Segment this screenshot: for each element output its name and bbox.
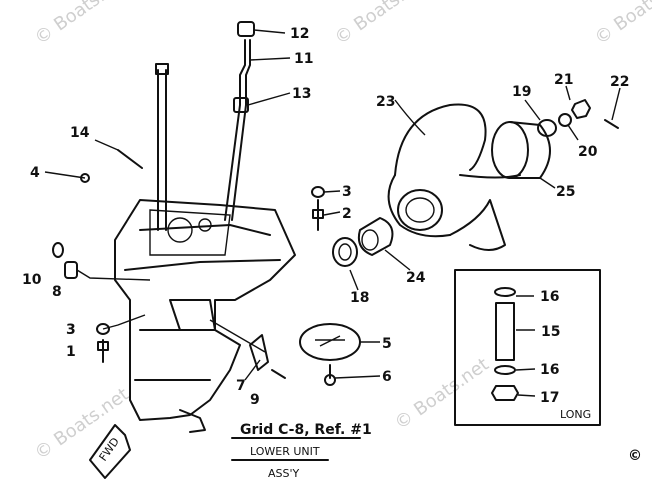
svg-text:© Boats.net: © Boats.net — [31, 384, 133, 464]
callout-16-top: 16 — [540, 289, 559, 305]
callout-8: 8 — [52, 284, 62, 300]
lower-unit-housing — [114, 199, 296, 433]
callout-16-bottom: 16 — [540, 362, 559, 378]
callout-19: 19 — [512, 84, 531, 100]
part-5-plate — [299, 323, 361, 361]
leader-lines — [44, 29, 621, 381]
callout-25: 25 — [556, 184, 575, 200]
callout-22: 22 — [610, 74, 629, 90]
part-7-9 — [249, 334, 286, 379]
fwd-arrow — [89, 424, 131, 479]
callout-5: 5 — [382, 336, 392, 352]
inset-box-long — [454, 269, 601, 426]
callout-14: 14 — [70, 125, 90, 141]
part-2-3-bolt — [311, 186, 325, 231]
caption-line-2: ASS'Y — [268, 467, 300, 480]
svg-text:© Boats.net: © Boats.net — [31, 0, 133, 49]
callout-20: 20 — [578, 144, 598, 160]
caption-box — [231, 437, 361, 461]
callout-3-upper: 3 — [342, 184, 352, 200]
inset-label: LONG — [560, 408, 591, 421]
shift-rod — [224, 21, 255, 221]
svg-text:© Boats.net: © Boats.net — [591, 0, 652, 49]
svg-text:© Boats.net: © Boats.net — [331, 0, 433, 49]
svg-text:© Boats.net: © Boats.net — [391, 354, 493, 434]
part-18-seal — [332, 237, 358, 267]
part-24-bushing — [357, 217, 394, 256]
fwd-label: FWD — [97, 435, 122, 463]
callout-12: 12 — [290, 26, 309, 42]
caption-line-1: LOWER UNIT — [250, 445, 320, 458]
callout-23: 23 — [376, 94, 395, 110]
callout-10: 10 — [22, 272, 42, 288]
callout-13: 13 — [292, 86, 311, 102]
callout-24: 24 — [406, 270, 426, 286]
part-6-bolt — [324, 364, 336, 386]
callout-11: 11 — [294, 51, 313, 67]
callout-3-lower: 3 — [66, 322, 76, 338]
callout-18: 18 — [350, 290, 369, 306]
callout-6: 6 — [382, 369, 392, 385]
callout-17: 17 — [540, 390, 559, 406]
callout-15: 15 — [541, 324, 560, 340]
callout-7: 7 — [236, 378, 246, 394]
callout-2: 2 — [342, 206, 352, 222]
copyright-mark: © — [628, 448, 642, 464]
callout-9: 9 — [250, 392, 260, 408]
callout-4: 4 — [30, 165, 40, 181]
callout-labels: 12 11 13 14 4 3 2 23 19 21 22 20 25 24 1… — [22, 26, 629, 408]
callout-1: 1 — [66, 344, 76, 360]
part-8-10 — [52, 242, 78, 279]
drive-shaft — [155, 63, 169, 231]
part-14-bolt — [117, 149, 143, 169]
hardware-small — [537, 99, 619, 137]
part-25-collar — [491, 121, 551, 179]
part-1-3-bolt — [96, 323, 110, 363]
callout-21: 21 — [554, 72, 573, 88]
reference-text: Grid C-8, Ref. #1 — [240, 422, 372, 438]
